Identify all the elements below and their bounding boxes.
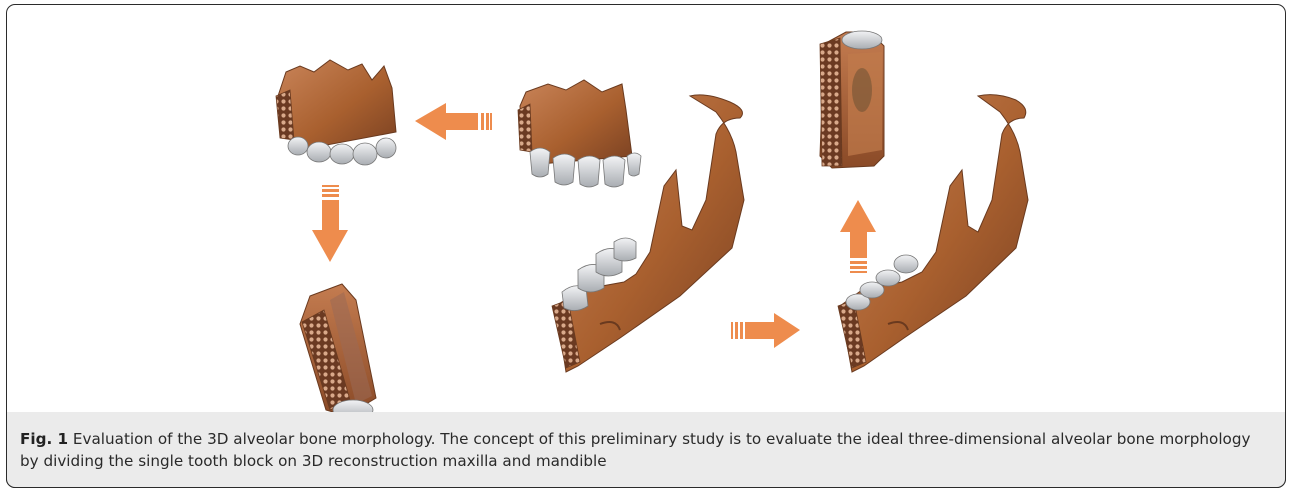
- figure-label: Fig. 1: [20, 430, 68, 448]
- mandible-single-tooth-block: [820, 31, 884, 168]
- arrow-up: [840, 200, 876, 273]
- figure-caption: Fig. 1 Evaluation of the 3D alveolar bon…: [20, 428, 1265, 472]
- maxilla-segment-source: [518, 80, 641, 187]
- figure-caption-text: Evaluation of the 3D alveolar bone morph…: [20, 430, 1250, 470]
- arrow-down: [312, 185, 348, 262]
- figure-caption-box: Fig. 1 Evaluation of the 3D alveolar bon…: [6, 412, 1286, 488]
- maxilla-segment-block: [276, 60, 396, 165]
- arrow-left: [415, 103, 492, 140]
- arrow-right: [731, 313, 800, 348]
- maxilla-single-tooth-block: [300, 284, 376, 420]
